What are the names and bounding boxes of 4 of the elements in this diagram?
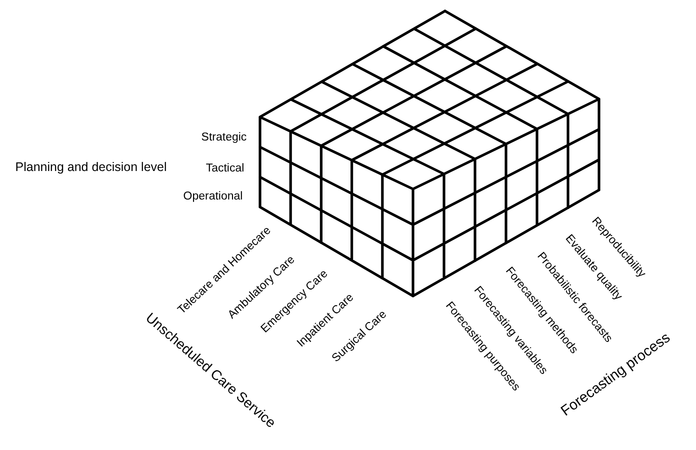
level-label: Tactical	[206, 162, 244, 176]
level-label: Strategic	[201, 131, 247, 145]
axis-title: Planning and decision level	[15, 160, 167, 174]
level-label: Operational	[183, 190, 243, 204]
